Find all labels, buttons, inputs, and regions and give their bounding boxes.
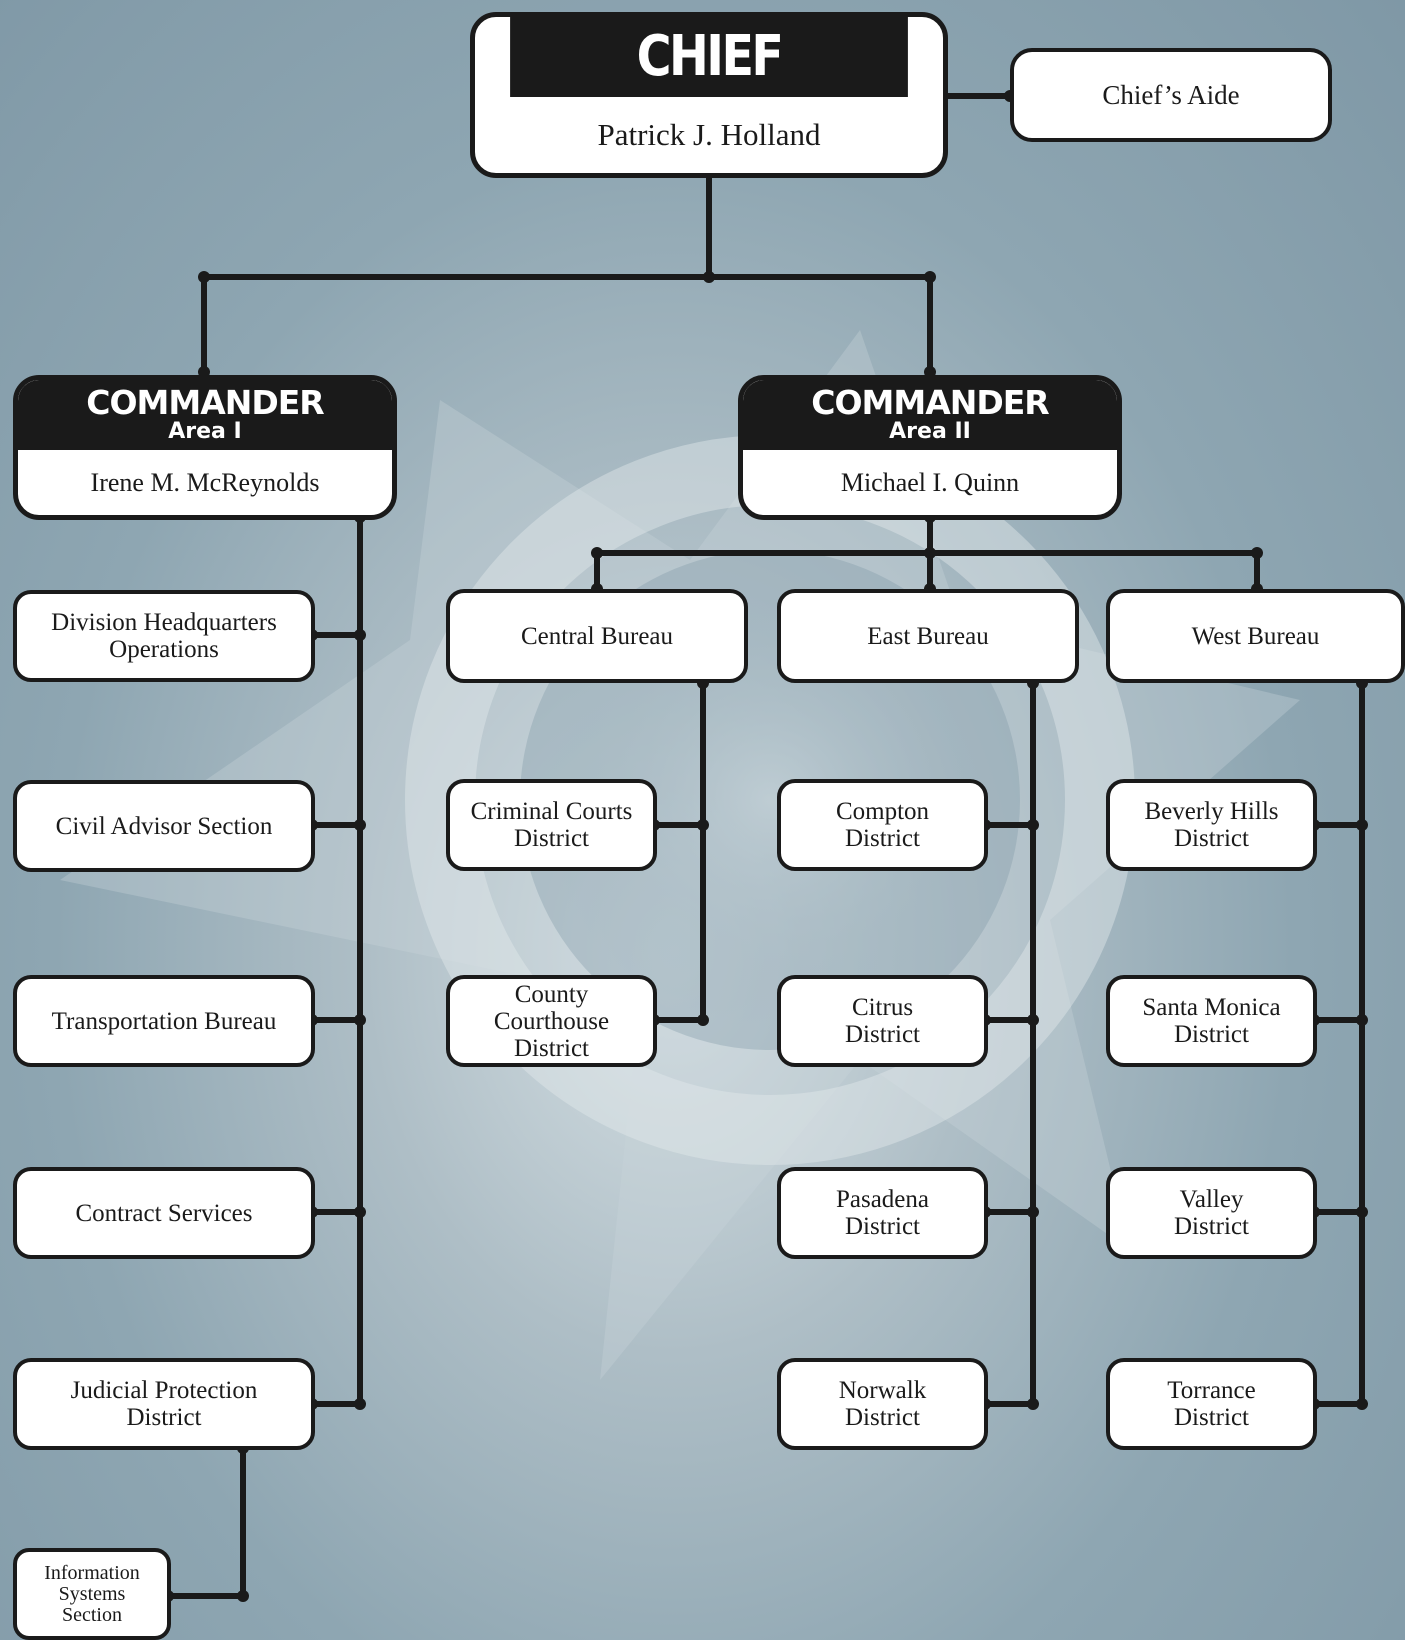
bureau-label: East Bureau [867,622,989,650]
district-label-line: District [1173,825,1249,852]
district-label-line: Courthouse [493,1007,610,1035]
chief-name: Patrick J. Holland [597,117,821,152]
unit-label-line: District [126,1404,202,1431]
commander-area-1-box: COMMANDER Area I Irene M. McReynolds [13,375,397,520]
commander-area-2-name: Michael I. Quinn [840,468,1020,497]
district-label-line: Santa Monica [1142,994,1281,1021]
commander-area-1-header: COMMANDER Area I [18,380,392,450]
district-label-line: Compton [835,798,930,825]
chiefs-aide-box: Chief’s Aide [1010,48,1332,142]
chief-box: CHIEF Patrick J. Holland [470,12,948,178]
district-label-line: District [514,1034,589,1062]
district-label-line: Criminal Courts [470,798,633,825]
district-label-line: District [1174,1213,1249,1240]
civil-advisor-section-box: Civil Advisor Section [13,780,315,872]
district-label-line: District [514,825,589,852]
district-label-line: District [844,825,920,852]
unit-label: Contract Services [75,1199,253,1227]
commander-area-1-area: Area I [168,419,242,444]
commander-area-2-header: COMMANDER Area II [743,380,1117,450]
district-label-line: Pasadena [835,1186,930,1213]
district-label-line: District [844,1404,920,1431]
unit-label-line: Systems [58,1582,126,1605]
unit-label: Transportation Bureau [51,1007,277,1035]
district-label-line: District [845,1021,920,1048]
commander-area-2-box: COMMANDER Area II Michael I. Quinn [738,375,1122,520]
commander-area-2-area: Area II [889,419,971,444]
chief-title: CHIEF [510,17,908,97]
district-label-line: Valley [1179,1186,1244,1213]
unit-label-line: Information [44,1561,140,1584]
contract-services-box: Contract Services [13,1167,315,1259]
unit-label-line: Operations [109,636,219,663]
east-bureau-box: East Bureau [777,589,1079,683]
bureau-label: West Bureau [1191,622,1320,650]
west-bureau-box: West Bureau [1106,589,1405,683]
bureau-label: Central Bureau [520,622,674,650]
commander-area-2-title: COMMANDER [811,383,1049,422]
district-label-line: Beverly Hills [1144,798,1279,825]
transportation-bureau-box: Transportation Bureau [13,975,315,1067]
district-label-line: District [845,1213,920,1240]
unit-label: Civil Advisor Section [55,812,273,840]
chiefs-aide-label: Chief’s Aide [1102,79,1240,110]
district-label-line: County [514,980,589,1008]
central-bureau-box: Central Bureau [446,589,748,683]
unit-label-line: Judicial Protection [70,1377,258,1404]
district-label-line: Citrus [851,994,914,1021]
commander-area-1-title: COMMANDER [86,383,324,422]
unit-label-line: Section [62,1603,122,1626]
district-label-line: District [1174,1404,1249,1431]
unit-label-line: Division Headquarters [51,609,277,636]
district-label-line: Norwalk [838,1377,927,1404]
commander-area-1-name: Irene M. McReynolds [90,468,320,497]
district-label-line: District [1173,1021,1249,1048]
district-label-line: Torrance [1167,1377,1256,1404]
